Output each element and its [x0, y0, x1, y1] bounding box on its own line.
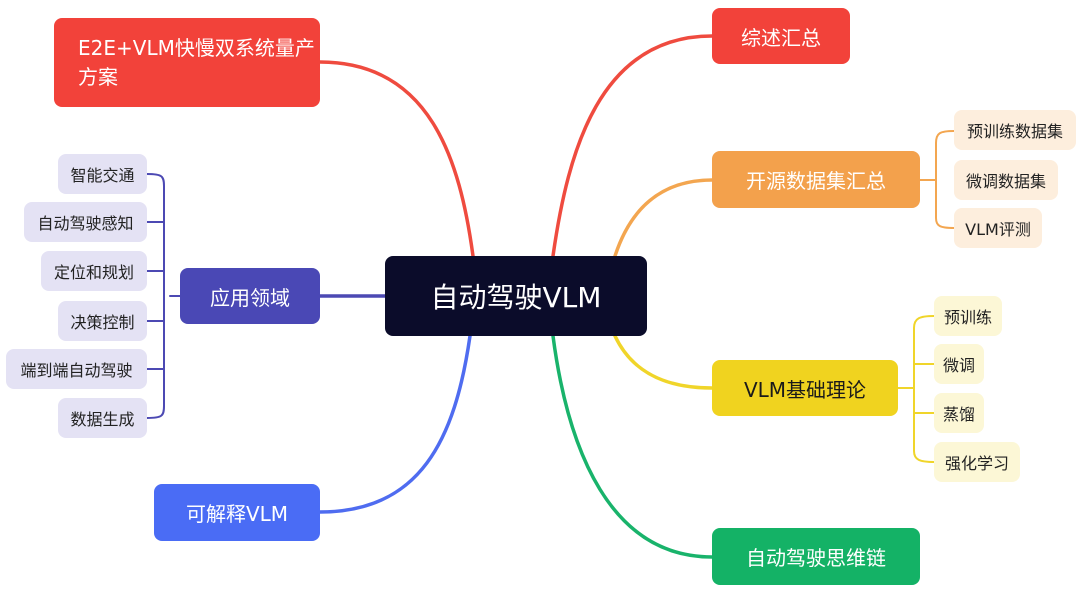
theory-child-finetune[interactable]: 微调: [934, 344, 984, 384]
datasets-child-finetune[interactable]: 微调数据集: [954, 160, 1058, 200]
apps-child-control[interactable]: 决策控制: [58, 301, 147, 341]
link-explain: [318, 334, 472, 514]
link-e2e: [318, 60, 475, 258]
link-survey: [551, 34, 714, 258]
datasets-child-pretrain[interactable]: 预训练数据集: [954, 110, 1076, 150]
branch-datasets[interactable]: 开源数据集汇总: [712, 151, 920, 208]
apps-child-traffic[interactable]: 智能交通: [58, 154, 147, 194]
theory-child-distill[interactable]: 蒸馏: [934, 393, 984, 433]
center-node[interactable]: 自动驾驶VLM: [385, 256, 647, 336]
branch-theory[interactable]: VLM基础理论: [712, 360, 898, 416]
link-cot: [551, 334, 714, 559]
theory-child-pretrain[interactable]: 预训练: [934, 296, 1002, 336]
branch-survey[interactable]: 综述汇总: [712, 8, 850, 64]
apps-child-e2e[interactable]: 端到端自动驾驶: [6, 349, 147, 389]
datasets-child-eval[interactable]: VLM评测: [954, 208, 1042, 248]
apps-child-planning[interactable]: 定位和规划: [41, 251, 147, 291]
theory-bracket: [897, 315, 935, 463]
theory-child-rl[interactable]: 强化学习: [934, 442, 1020, 482]
branch-explain[interactable]: 可解释VLM: [154, 484, 320, 541]
link-theory: [613, 334, 714, 390]
link-datasets: [613, 178, 714, 258]
apps-bracket: [146, 173, 181, 419]
branch-apps[interactable]: 应用领域: [180, 268, 320, 324]
apps-child-datagen[interactable]: 数据生成: [58, 398, 147, 438]
datasets-bracket: [919, 130, 955, 229]
branch-e2e[interactable]: E2E+VLM快慢双系统量产方案: [54, 18, 320, 107]
apps-child-perception[interactable]: 自动驾驶感知: [24, 202, 147, 242]
branch-cot[interactable]: 自动驾驶思维链: [712, 528, 920, 585]
